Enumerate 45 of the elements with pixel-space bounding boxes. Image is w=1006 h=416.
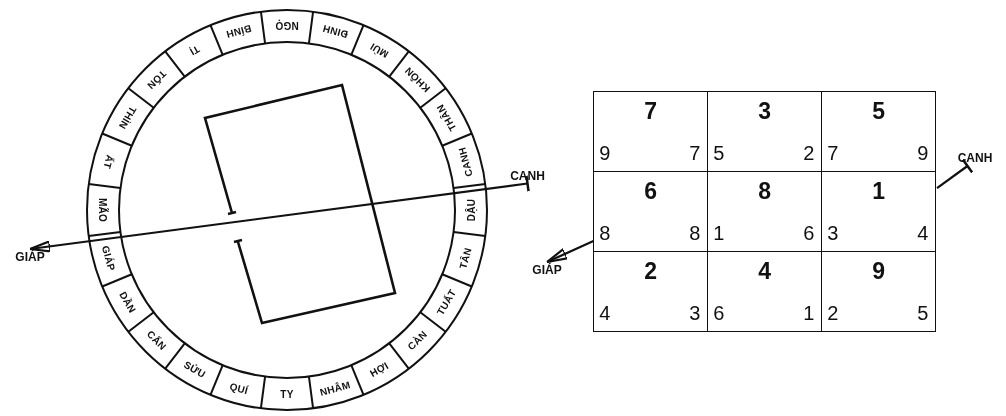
star-number: 5 bbox=[872, 98, 886, 126]
cell-number: 8 bbox=[689, 222, 701, 246]
star-number: 8 bbox=[758, 178, 772, 206]
star-number: 4 bbox=[758, 258, 772, 286]
cell-number: 2 bbox=[827, 302, 839, 326]
cell-number: 7 bbox=[827, 142, 839, 166]
cell-number: 3 bbox=[827, 222, 839, 246]
direction-label: CANH bbox=[505, 167, 550, 184]
grid-cell bbox=[593, 91, 709, 173]
direction-label: GIÁP bbox=[527, 262, 567, 278]
cell-number: 9 bbox=[917, 142, 929, 166]
sector-label: GIÁP bbox=[92, 232, 126, 283]
cell-number: 6 bbox=[713, 302, 725, 326]
cell-number: 4 bbox=[599, 302, 611, 326]
star-number: 7 bbox=[644, 98, 658, 126]
cell-number: 6 bbox=[803, 222, 815, 246]
cell-number: 9 bbox=[599, 142, 611, 166]
cell-number: 2 bbox=[803, 142, 815, 166]
cell-number: 3 bbox=[689, 302, 701, 326]
sector-label: CANH bbox=[448, 137, 482, 188]
star-number: 3 bbox=[758, 98, 772, 126]
grid-cell bbox=[821, 91, 937, 173]
cell-number: 8 bbox=[599, 222, 611, 246]
cell-number: 1 bbox=[803, 302, 815, 326]
sector-label: TY bbox=[264, 383, 310, 405]
sector-label: DẬU bbox=[460, 187, 482, 233]
sector-label: ẤT bbox=[92, 137, 126, 188]
grid-cell bbox=[821, 251, 937, 333]
cell-number: 5 bbox=[917, 302, 929, 326]
sector-label: NGỌ bbox=[264, 15, 310, 37]
sector-label: MÃO bbox=[92, 187, 114, 233]
star-number: 6 bbox=[644, 178, 658, 206]
connector-arrow bbox=[28, 174, 530, 253]
cell-number: 1 bbox=[713, 222, 725, 246]
direction-label: GIÁP bbox=[8, 249, 52, 265]
direction-label: CANH bbox=[950, 150, 1000, 166]
cell-number: 7 bbox=[689, 142, 701, 166]
cell-number: 5 bbox=[713, 142, 725, 166]
star-number: 1 bbox=[872, 178, 886, 206]
grid-cell bbox=[593, 251, 709, 333]
sector-label: TÂN bbox=[448, 232, 482, 283]
star-number: 2 bbox=[644, 258, 658, 286]
cell-number: 4 bbox=[917, 222, 929, 246]
star-number: 9 bbox=[872, 258, 886, 286]
connector-arrow bbox=[545, 239, 595, 264]
